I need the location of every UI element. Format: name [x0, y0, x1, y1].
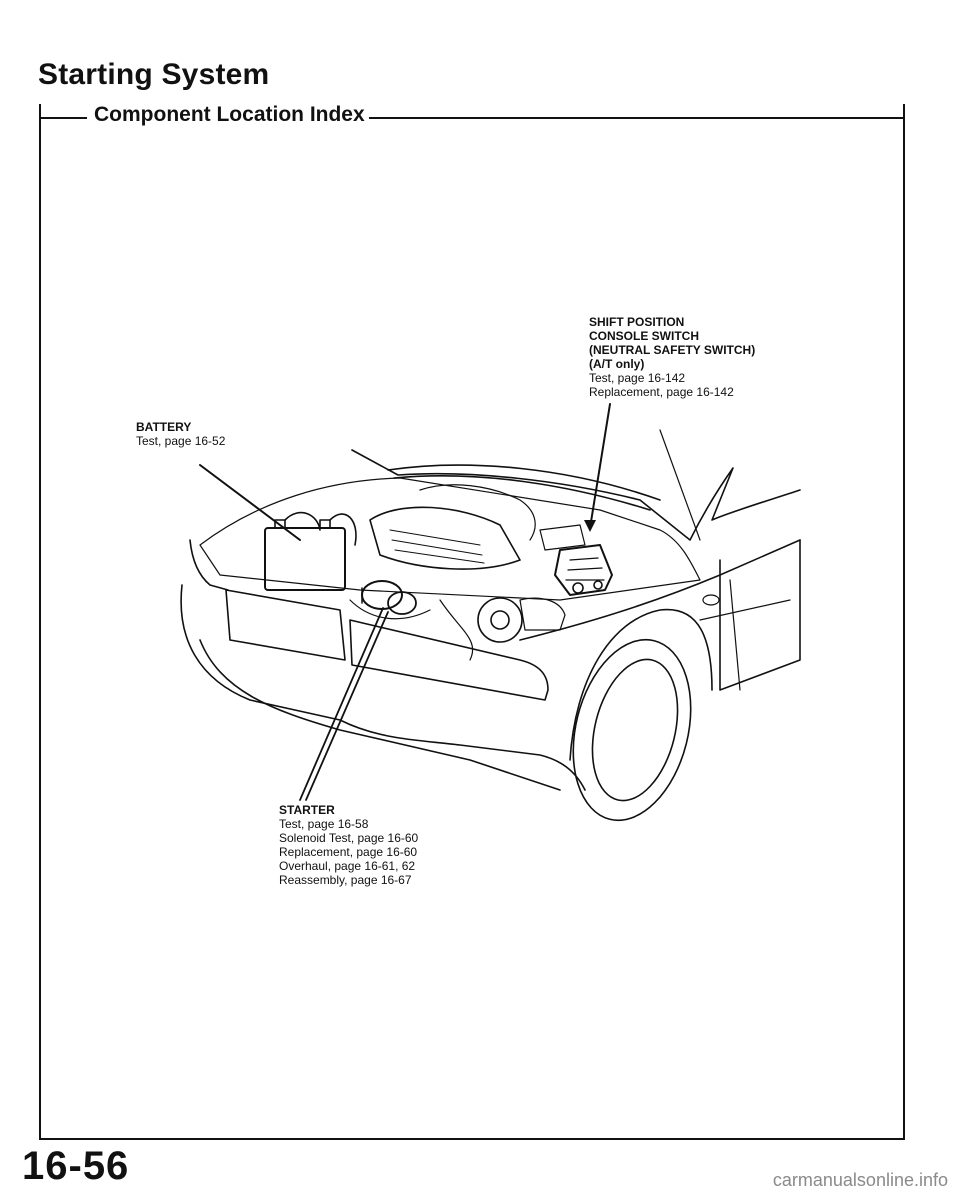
front-rim — [591, 658, 679, 802]
callout-line: Test, page 16-52 — [136, 434, 226, 448]
engine-cylinders — [389, 529, 485, 564]
shift-switch-leader-line — [589, 403, 611, 529]
callout-line: Reassembly, page 16-67 — [279, 873, 412, 887]
engine-valve-cover — [369, 506, 521, 570]
hood-outline — [351, 449, 801, 541]
callout-line: Solenoid Test, page 16-60 — [279, 831, 419, 845]
battery-block — [264, 527, 346, 591]
front-bumper — [180, 584, 586, 791]
wheel-arch — [569, 608, 713, 761]
grille-outline — [225, 589, 346, 661]
callout-line: (NEUTRAL SAFETY SWITCH) — [589, 343, 756, 357]
body-crease — [699, 599, 791, 621]
callout-battery: BATTERY Test, page 16-52 — [136, 420, 225, 448]
starter-motor — [361, 580, 417, 615]
callout-line: (A/T only) — [589, 357, 645, 371]
starter-leader-line-2 — [305, 611, 389, 801]
bumper-lower — [199, 639, 561, 791]
starter-leader-line — [299, 607, 384, 801]
callout-line: STARTER — [279, 803, 335, 817]
front-tire — [572, 638, 692, 822]
intake-manifold — [419, 484, 536, 541]
fender-marker — [702, 594, 720, 606]
callout-shift-position-switch: SHIFT POSITION CONSOLE SWITCH (NEUTRAL S… — [589, 315, 755, 399]
engine-bay-outline — [199, 477, 701, 601]
hood-inner — [393, 475, 651, 511]
shift-switch-assembly — [554, 544, 613, 596]
callout-line: Test, page 16-58 — [279, 817, 369, 831]
content-frame — [39, 104, 905, 1140]
callout-line: Test, page 16-142 — [589, 371, 686, 385]
watermark: carmanualsonline.info — [772, 1170, 948, 1190]
door-line — [729, 579, 741, 691]
alternator — [477, 597, 523, 643]
callout-starter: STARTER Test, page 16-58 Solenoid Test, … — [279, 803, 418, 887]
section-title: Component Location Index — [90, 103, 369, 127]
headlight-left — [189, 539, 229, 591]
callout-line: CONSOLE SWITCH — [589, 329, 699, 343]
callout-line: SHIFT POSITION — [589, 315, 685, 329]
fuse-box — [539, 524, 586, 551]
page-number: 16-56 — [22, 1144, 130, 1188]
headlight-right — [349, 619, 549, 701]
page-title: Starting System — [38, 58, 270, 91]
hood-strut — [659, 429, 701, 541]
alternator-pulley — [490, 610, 510, 630]
callout-line: Overhaul, page 16-61, 62 — [279, 859, 416, 873]
callout-line: Replacement, page 16-60 — [279, 845, 418, 859]
radiator-hoses — [349, 599, 474, 661]
callout-line: Replacement, page 16-142 — [589, 385, 734, 399]
battery-terminals — [274, 519, 331, 529]
frame-top-rule-right — [348, 117, 905, 119]
fender-line — [519, 539, 801, 641]
side-body — [719, 539, 801, 691]
frame-top-rule-left — [39, 117, 87, 119]
shift-switch-arrowhead — [584, 520, 596, 532]
coolant-reservoir — [519, 597, 566, 631]
battery-cables — [284, 511, 357, 546]
callout-line: BATTERY — [136, 420, 192, 434]
hood-edge — [387, 464, 661, 501]
